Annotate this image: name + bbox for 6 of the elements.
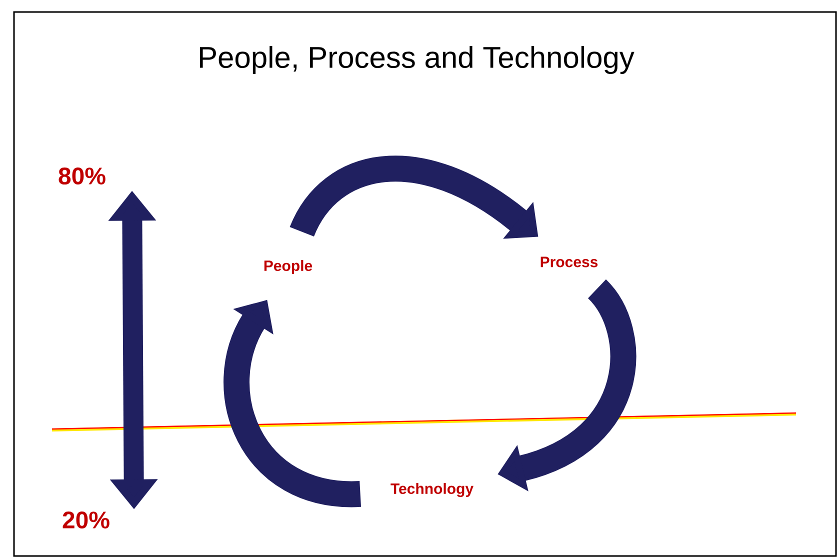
label-text: People [264,260,312,274]
label-text: 20% [62,512,110,528]
title: People, Process and Technology [200,46,634,74]
label-text: Process [540,256,598,268]
label-text: 80% [58,168,106,184]
label-text: Technology [390,482,474,498]
